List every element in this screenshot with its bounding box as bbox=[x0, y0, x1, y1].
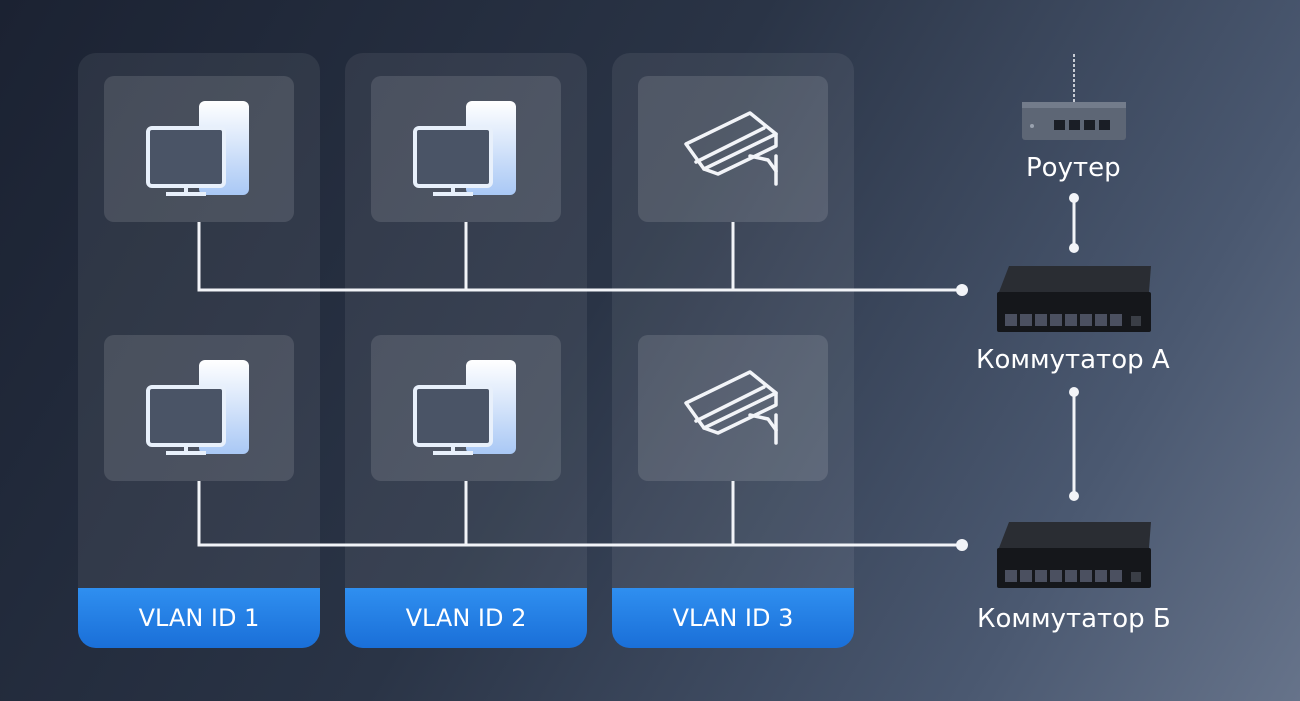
camera-tile-vlan3-bottom bbox=[638, 335, 828, 481]
security-camera-icon bbox=[684, 111, 778, 186]
computer-icon bbox=[146, 360, 249, 455]
switch-b-label: Коммутатор Б bbox=[977, 604, 1171, 634]
computer-icon bbox=[413, 360, 516, 455]
computer-icon bbox=[146, 101, 249, 196]
pc-tile-vlan1-top bbox=[104, 76, 294, 222]
vlan-2-label: VLAN ID 2 bbox=[345, 588, 587, 648]
pc-tile-vlan2-bottom bbox=[371, 335, 561, 481]
security-camera-icon bbox=[684, 370, 778, 445]
pc-tile-vlan1-bottom bbox=[104, 335, 294, 481]
switch-a-label: Коммутатор А bbox=[976, 345, 1170, 375]
vlan-3-label: VLAN ID 3 bbox=[612, 588, 854, 648]
camera-tile-vlan3-top bbox=[638, 76, 828, 222]
vlan-1-label: VLAN ID 1 bbox=[78, 588, 320, 648]
vlan-column-3: VLAN ID 3 bbox=[612, 53, 854, 648]
computer-icon bbox=[413, 101, 516, 196]
router-icon bbox=[1022, 54, 1126, 140]
switch-b-icon bbox=[997, 522, 1151, 588]
switch-a-icon bbox=[997, 266, 1151, 332]
pc-tile-vlan2-top bbox=[371, 76, 561, 222]
router-label: Роутер bbox=[1026, 153, 1121, 183]
